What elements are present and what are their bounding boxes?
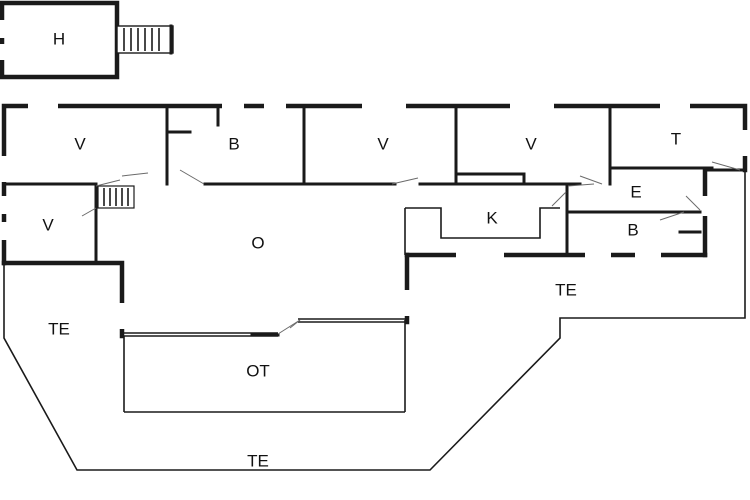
room-label-bathroom-2: B	[627, 220, 638, 239]
room-label-terrace-left: TE	[48, 319, 70, 338]
room-label-bedroom-2: V	[377, 134, 389, 153]
room-label-kitchen: K	[486, 208, 498, 227]
interior-walls	[2, 104, 714, 265]
terrace-outline	[3, 170, 746, 471]
annex-steps	[123, 28, 160, 51]
room-label-terrace-bottom: TE	[247, 451, 269, 470]
room-label-bedroom-4: V	[42, 215, 54, 234]
room-label-terrace-right: TE	[555, 280, 577, 299]
room-label-covered-terrace: OT	[246, 361, 270, 380]
windows	[1, 103, 748, 329]
room-labels: H V B V V T V O K E B TE TE TE OT	[42, 29, 681, 470]
room-label-bedroom-3: V	[525, 134, 537, 153]
door-swings	[81, 161, 741, 335]
room-label-utility: T	[671, 129, 681, 148]
living-room-glazing	[122, 318, 407, 337]
room-label-annex: H	[53, 29, 65, 48]
room-label-bathroom-1: B	[228, 134, 239, 153]
kitchen-counter	[404, 207, 560, 255]
room-label-living-room: O	[251, 233, 264, 252]
annex-building	[0, 0, 174, 80]
room-label-bedroom-1: V	[74, 134, 86, 153]
room-label-hall: E	[630, 182, 641, 201]
staircase	[97, 185, 135, 209]
